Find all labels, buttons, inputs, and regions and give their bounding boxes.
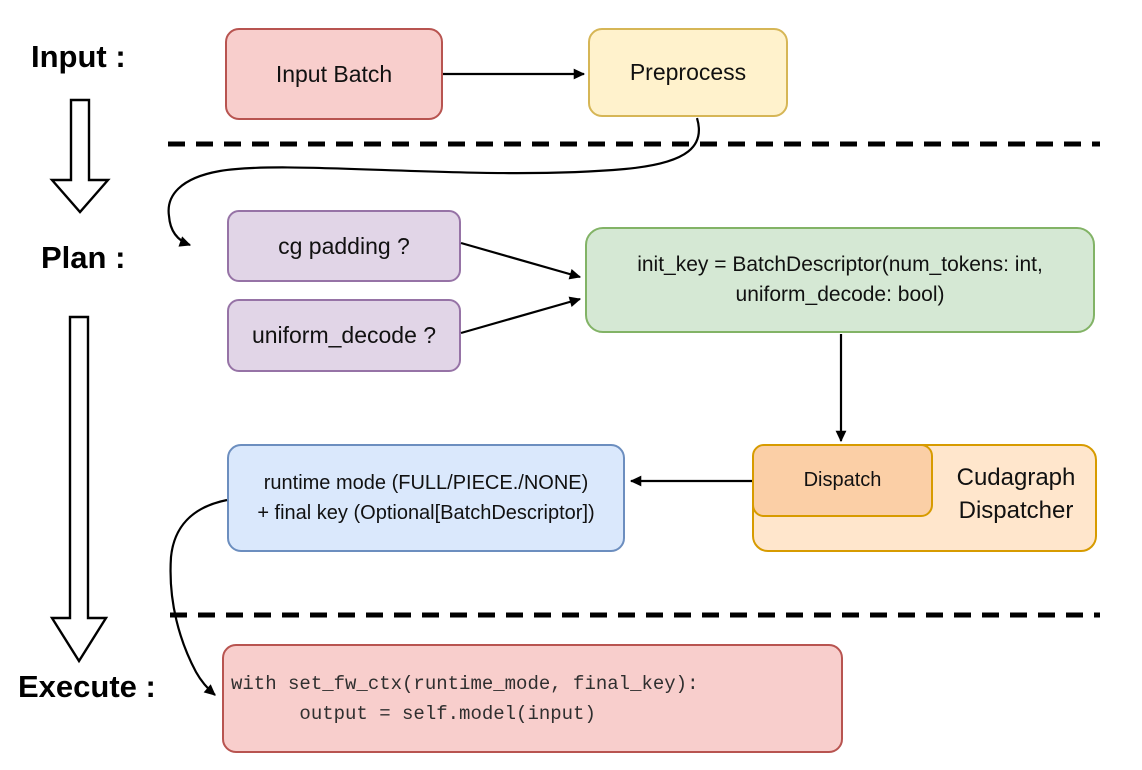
execute-code-line2: output = self.model(input) (231, 702, 596, 725)
arrow-runtime-mode-to-execute-code (169, 498, 228, 696)
cudagraph-label-line2: Dispatcher (958, 497, 1074, 524)
hollow-down-arrow-plan-to-execute (49, 315, 109, 664)
node-cg-padding-label: cg padding ? (278, 232, 410, 259)
stage-label-execute: Execute : (18, 669, 156, 704)
node-execute-code: with set_fw_ctx(runtime_mode, final_key)… (222, 644, 843, 753)
arrow-uniform-decode-to-init-key (460, 296, 582, 335)
node-uniform-decode-label: uniform_decode ? (251, 322, 437, 348)
node-dispatch-label: Dispatch (803, 469, 882, 491)
node-dispatch: Dispatch (752, 444, 933, 517)
execute-code-line1: with set_fw_ctx(runtime_mode, final_key)… (231, 672, 699, 695)
hollow-down-arrow-input-to-plan (49, 98, 111, 214)
stage-label-input: Input : (31, 39, 126, 74)
node-runtime-mode-line1: runtime mode (FULL/PIECE./NONE) (263, 472, 589, 494)
node-cg-padding: cg padding ? (227, 210, 461, 282)
node-preprocess-label: Preprocess (629, 59, 747, 85)
node-init-key-line1: init_key = BatchDescriptor(num_tokens: i… (637, 253, 1043, 276)
node-uniform-decode: uniform_decode ? (227, 299, 461, 372)
node-input-batch-label: Input Batch (275, 60, 393, 87)
node-input-batch: Input Batch (225, 28, 443, 120)
node-cudagraph-dispatcher-label: Cudagraph Dispatcher (936, 461, 1096, 527)
arrow-cg-padding-to-init-key (460, 241, 582, 280)
stage-label-plan: Plan : (41, 240, 126, 275)
node-init-key: init_key = BatchDescriptor(num_tokens: i… (585, 227, 1095, 333)
node-init-key-line2: uniform_decode: bool) (735, 283, 945, 306)
node-preprocess: Preprocess (588, 28, 788, 117)
cudagraph-label-line1: Cudagraph (956, 464, 1076, 491)
node-runtime-mode: runtime mode (FULL/PIECE./NONE) + final … (227, 444, 625, 552)
node-runtime-mode-line2: + final key (Optional[BatchDescriptor]) (257, 502, 595, 524)
